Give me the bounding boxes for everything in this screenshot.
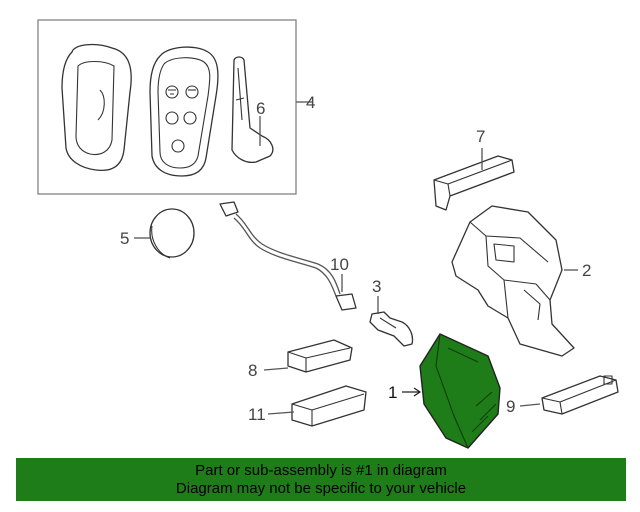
info-banner: Part or sub-assembly is #1 in diagram Di… [16, 458, 626, 501]
callout-9: 9 [506, 397, 515, 416]
banner-line-2: Diagram may not be specific to your vehi… [175, 480, 467, 497]
callout-5: 5 [120, 229, 129, 248]
callout-10: 10 [330, 255, 349, 274]
control-module-1 [419, 333, 501, 449]
callout-1: 1 [388, 383, 397, 402]
callout-8: 8 [248, 361, 257, 380]
callout-2: 2 [582, 261, 591, 280]
callout-3: 3 [372, 277, 381, 296]
key-fob-group-box [37, 19, 297, 195]
callout-11: 11 [248, 405, 266, 424]
callout-4: 4 [306, 93, 315, 112]
parts-diagram: 1 2 3 4 5 6 7 8 9 10 11 [37, 19, 619, 449]
key-fob-back-shell [61, 43, 132, 172]
battery-coin-cell [149, 208, 195, 259]
antenna-module-8 [287, 339, 353, 373]
antenna-harness [219, 201, 357, 311]
bracket-7 [433, 155, 515, 211]
mounting-bracket-2 [451, 205, 575, 357]
antenna-module-9 [541, 375, 619, 415]
key-blade [231, 56, 274, 164]
key-fob-front [149, 46, 219, 177]
callout-7: 7 [476, 127, 485, 146]
callout-6: 6 [256, 99, 265, 118]
sensor-clip [369, 311, 414, 347]
banner-line-1: Part or sub-assembly is #1 in diagram [195, 462, 447, 479]
antenna-module-11 [291, 385, 367, 427]
leader-lines [134, 101, 578, 415]
